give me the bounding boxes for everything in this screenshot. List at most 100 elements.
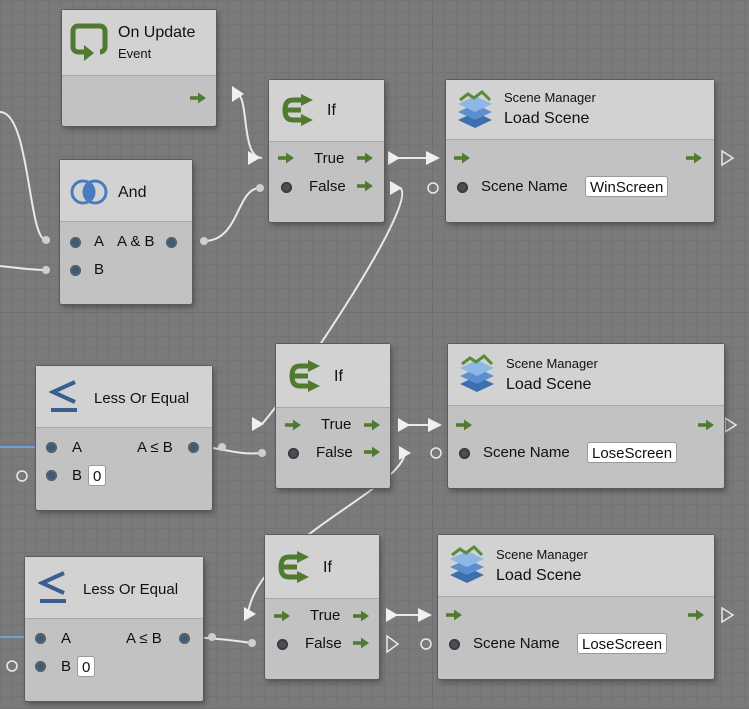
node-header: Less Or Equal — [25, 557, 203, 619]
input-port-b[interactable] — [70, 265, 81, 276]
node-body: True False — [269, 142, 384, 222]
if-node-2[interactable]: If True False — [276, 344, 390, 488]
node-body: A A & B B — [60, 222, 192, 304]
and-node[interactable]: And A A & B B — [60, 160, 192, 304]
branch-icon — [289, 360, 320, 392]
node-body: Scene Name WinScreen — [446, 140, 714, 222]
false-out-arrow[interactable] — [353, 637, 369, 649]
port-label-a: A — [94, 233, 105, 250]
less-or-equal-node-1[interactable]: Less Or Equal A A ≤ B B 0 — [36, 366, 212, 510]
wire-and-a — [0, 111, 47, 241]
node-body: True False — [265, 599, 379, 679]
wire-and-b — [0, 265, 47, 271]
flow-in-arrow[interactable] — [446, 609, 462, 621]
scene-name-input[interactable]: LoseScreen — [587, 442, 678, 463]
true-out-arrow[interactable] — [357, 152, 373, 164]
false-label: False — [316, 444, 353, 461]
port-label-a: A — [72, 439, 83, 456]
port-label-out: A ≤ B — [137, 439, 173, 456]
scene-name-port[interactable] — [457, 182, 468, 193]
grid-line — [432, 0, 433, 709]
b-value-input[interactable]: 0 — [77, 656, 96, 677]
flow-out-arrow[interactable] — [190, 92, 206, 104]
port-label-b: B — [61, 658, 72, 675]
false-label: False — [305, 635, 342, 652]
false-label: False — [309, 178, 346, 195]
output-port[interactable] — [166, 237, 177, 248]
b-value-input[interactable]: 0 — [88, 465, 107, 486]
flow-in-arrow[interactable] — [274, 610, 290, 622]
output-port[interactable] — [179, 633, 190, 644]
input-port-b[interactable] — [35, 661, 46, 672]
node-category: Scene Manager — [506, 356, 598, 371]
update-loop-icon — [70, 23, 108, 61]
node-title: Less Or Equal — [83, 581, 179, 598]
node-body: A A ≤ B B 0 — [25, 619, 203, 701]
scene-name-port[interactable] — [449, 639, 460, 650]
port-label-out: A ≤ B — [126, 630, 162, 647]
scene-name-label: Scene Name — [481, 178, 568, 195]
input-port-b[interactable] — [46, 470, 57, 481]
node-header: And — [60, 160, 192, 222]
node-body: Scene Name LoseScreen — [448, 406, 724, 488]
flow-in-arrow[interactable] — [278, 152, 294, 164]
port-label-b: B — [72, 467, 83, 484]
node-title: Load Scene — [496, 567, 582, 584]
if-node-3[interactable]: If True False — [265, 535, 379, 679]
scene-name-label: Scene Name — [473, 635, 560, 652]
flow-out-arrow[interactable] — [698, 419, 714, 431]
and-venn-icon — [70, 179, 108, 205]
scene-layers-icon — [450, 545, 484, 583]
flow-out-arrow[interactable] — [686, 152, 702, 164]
condition-port[interactable] — [277, 639, 288, 650]
branch-icon — [282, 94, 313, 126]
condition-port[interactable] — [281, 182, 292, 193]
node-title: Load Scene — [504, 110, 590, 127]
true-label: True — [310, 607, 341, 624]
input-port-a[interactable] — [35, 633, 46, 644]
load-scene-node-1[interactable]: Scene Manager Load Scene Scene Name WinS… — [446, 80, 714, 222]
true-label: True — [314, 150, 345, 167]
flow-in-arrow[interactable] — [454, 152, 470, 164]
port-label-a: A — [61, 630, 72, 647]
output-port[interactable] — [188, 442, 199, 453]
node-title: On Update — [118, 24, 196, 41]
scene-layers-icon — [460, 354, 494, 392]
node-title: Load Scene — [506, 376, 592, 393]
flow-in-arrow[interactable] — [456, 419, 472, 431]
node-header: Less Or Equal — [36, 366, 212, 428]
flow-out-arrow[interactable] — [688, 609, 704, 621]
load-scene-node-2[interactable]: Scene Manager Load Scene Scene Name Lose… — [448, 344, 724, 488]
on-update-node[interactable]: On Update Event — [62, 10, 216, 126]
node-body: Scene Name LoseScreen — [438, 597, 714, 679]
false-out-arrow[interactable] — [364, 446, 380, 458]
true-out-arrow[interactable] — [353, 610, 369, 622]
node-header: Scene Manager Load Scene — [448, 344, 724, 406]
wire-update-if1 — [235, 93, 263, 159]
port-label-out: A & B — [117, 233, 155, 250]
node-header: If — [276, 344, 390, 408]
false-out-arrow[interactable] — [357, 180, 373, 192]
load-scene-node-3[interactable]: Scene Manager Load Scene Scene Name Lose… — [438, 535, 714, 679]
scene-name-label: Scene Name — [483, 444, 570, 461]
node-body: A A ≤ B B 0 — [36, 428, 212, 510]
scene-name-input[interactable]: LoseScreen — [577, 633, 668, 654]
node-header: Scene Manager Load Scene — [438, 535, 714, 597]
node-title: If — [323, 559, 332, 576]
true-out-arrow[interactable] — [364, 419, 380, 431]
flow-arrowhead — [232, 86, 244, 102]
input-port-a[interactable] — [46, 442, 57, 453]
node-title: And — [118, 184, 147, 201]
if-node-1[interactable]: If True False — [269, 80, 384, 222]
node-body — [62, 76, 216, 126]
flow-in-arrow[interactable] — [285, 419, 301, 431]
branch-icon — [278, 551, 309, 583]
node-header: Scene Manager Load Scene — [446, 80, 714, 140]
scene-name-port[interactable] — [459, 448, 470, 459]
node-category: Scene Manager — [504, 90, 596, 105]
condition-port[interactable] — [288, 448, 299, 459]
scene-name-input[interactable]: WinScreen — [585, 176, 669, 197]
node-category: Scene Manager — [496, 547, 588, 562]
input-port-a[interactable] — [70, 237, 81, 248]
less-or-equal-node-2[interactable]: Less Or Equal A A ≤ B B 0 — [25, 557, 203, 701]
